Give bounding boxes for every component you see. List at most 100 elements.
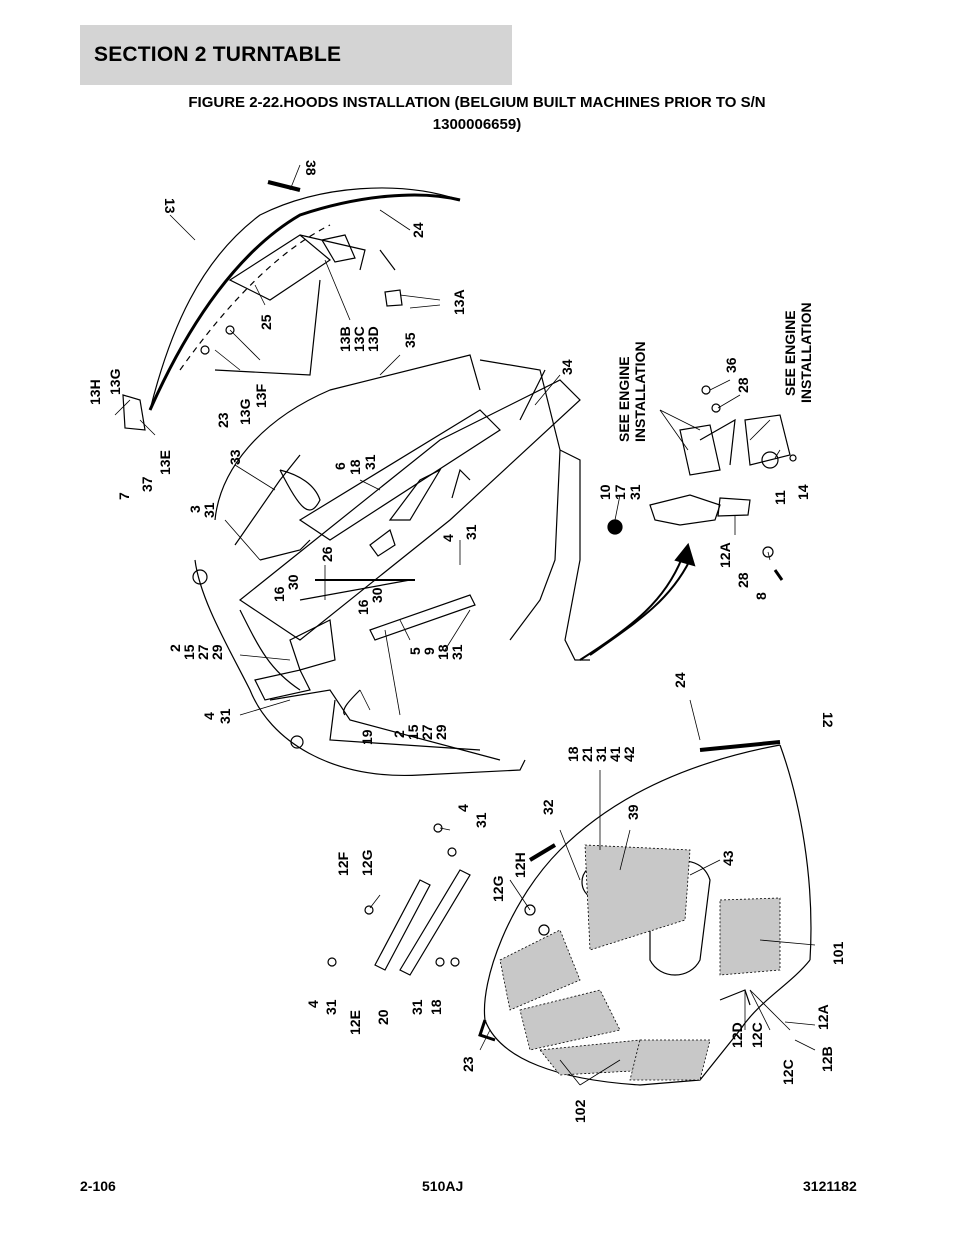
callout-12C-a: 12C	[749, 1022, 765, 1048]
callout-101: 101	[830, 941, 846, 965]
footer-document-number: 3121182	[803, 1178, 857, 1194]
callout-35: 35	[402, 332, 418, 348]
section-title: SECTION 2 TURNTABLE	[94, 43, 342, 66]
callout-24-b: 24	[672, 672, 688, 688]
callout-31-h: 31	[473, 812, 489, 828]
callout-13F: 13F	[253, 383, 269, 408]
callout-5: 5	[407, 647, 423, 655]
callout-9: 9	[421, 647, 437, 655]
hinge-bracket-drawing	[649, 385, 797, 581]
callout-28-a: 28	[735, 377, 751, 393]
callout-17: 17	[612, 484, 628, 500]
callout-4-c: 4	[455, 804, 471, 812]
callout-39: 39	[625, 804, 641, 820]
figure-title-line-2: 1300006659)	[432, 116, 522, 133]
callout-15-a: 15	[181, 644, 197, 660]
callout-42: 42	[621, 746, 637, 762]
callout-2-b: 2	[391, 730, 407, 738]
note-see-engine-left-2: INSTALLATION	[632, 341, 648, 442]
callout-6: 6	[332, 462, 348, 470]
callout-3: 3	[187, 505, 203, 513]
callout-13: 13	[162, 198, 178, 214]
callout-14: 14	[795, 484, 811, 500]
callout-12D: 12D	[729, 1022, 745, 1048]
callout-labels: 38 13 24 13A 13B 13C 13D 25 35 13H 13G 2…	[87, 160, 846, 1123]
callout-15-b: 15	[405, 724, 421, 740]
section-header: SECTION 2 TURNTABLE	[80, 25, 512, 85]
callout-31-e: 31	[449, 644, 465, 660]
callout-7: 7	[116, 492, 132, 500]
callout-10: 10	[597, 484, 613, 500]
decal-panels	[499, 844, 781, 1081]
callout-4-d: 4	[305, 1000, 321, 1008]
note-see-engine-left-1: SEE ENGINE	[616, 356, 632, 442]
callout-12G-b: 12G	[490, 875, 506, 902]
footer-page-number: 2-106	[80, 1178, 116, 1194]
callout-34: 34	[559, 359, 575, 375]
callout-29-b: 29	[433, 724, 449, 740]
callout-29-a: 29	[209, 644, 225, 660]
callout-31-c: 31	[627, 484, 643, 500]
callout-20: 20	[375, 1009, 391, 1025]
callout-21: 21	[579, 746, 595, 762]
callout-13D: 13D	[365, 326, 381, 352]
callout-31-f: 31	[217, 708, 233, 724]
note-see-engine-right-2: INSTALLATION	[798, 302, 814, 403]
leader-lines	[114, 164, 816, 1086]
footer-model: 510AJ	[422, 1178, 464, 1194]
callout-36: 36	[723, 357, 739, 373]
callout-27-b: 27	[419, 724, 435, 740]
callout-38: 38	[303, 160, 319, 176]
callout-30-a: 30	[285, 574, 301, 590]
callout-13G-a: 13G	[107, 368, 123, 395]
callout-43: 43	[720, 850, 736, 866]
callout-13B: 13B	[337, 326, 353, 352]
callout-8: 8	[753, 592, 769, 600]
callout-13A: 13A	[451, 289, 467, 315]
figure-title-line-1: FIGURE 2-22.HOODS INSTALLATION (BELGIUM …	[188, 94, 766, 111]
callout-16-b: 16	[355, 599, 371, 615]
callout-31-g: 31	[593, 746, 609, 762]
callout-12H: 12H	[512, 852, 528, 878]
callout-13G-b: 13G	[237, 398, 253, 425]
callout-4-a: 4	[440, 534, 456, 542]
callout-31-a: 31	[362, 454, 378, 470]
callout-12C-b: 12C	[780, 1059, 796, 1085]
callout-31-j: 31	[409, 999, 425, 1015]
callout-102: 102	[572, 1099, 588, 1123]
callout-30-b: 30	[369, 587, 385, 603]
callout-13H: 13H	[87, 379, 103, 405]
bracket-assembly-drawing	[327, 823, 550, 976]
figure-title: FIGURE 2-22.HOODS INSTALLATION (BELGIUM …	[80, 92, 874, 136]
callout-26: 26	[319, 546, 335, 562]
callout-4-b: 4	[201, 712, 217, 720]
note-see-engine-right-1: SEE ENGINE	[782, 310, 798, 396]
callout-31-b: 31	[201, 502, 217, 518]
callout-18-d: 18	[428, 999, 444, 1015]
callout-12F: 12F	[335, 851, 351, 876]
callout-19: 19	[359, 729, 375, 745]
callout-18-b: 18	[435, 644, 451, 660]
callout-12A-bot: 12A	[815, 1004, 831, 1030]
callout-23-b: 23	[460, 1056, 476, 1072]
turntable-frame-drawing	[192, 354, 623, 777]
callout-41: 41	[607, 746, 623, 762]
callout-16-a: 16	[271, 586, 287, 602]
callout-37: 37	[139, 476, 155, 492]
callout-13C: 13C	[351, 326, 367, 352]
callout-2-a: 2	[167, 644, 183, 652]
callout-18-c: 18	[565, 746, 581, 762]
callout-12: 12	[820, 712, 836, 728]
callout-24: 24	[410, 222, 426, 238]
callout-27-a: 27	[195, 644, 211, 660]
callout-12B: 12B	[819, 1046, 835, 1072]
callout-13E: 13E	[157, 450, 173, 475]
rotation-arrow	[579, 542, 696, 661]
callout-11: 11	[772, 490, 788, 505]
callout-28-b: 28	[735, 572, 751, 588]
callout-25: 25	[258, 314, 274, 330]
callout-23: 23	[215, 412, 231, 428]
callout-18-a: 18	[347, 459, 363, 475]
callout-31-i: 31	[323, 999, 339, 1015]
